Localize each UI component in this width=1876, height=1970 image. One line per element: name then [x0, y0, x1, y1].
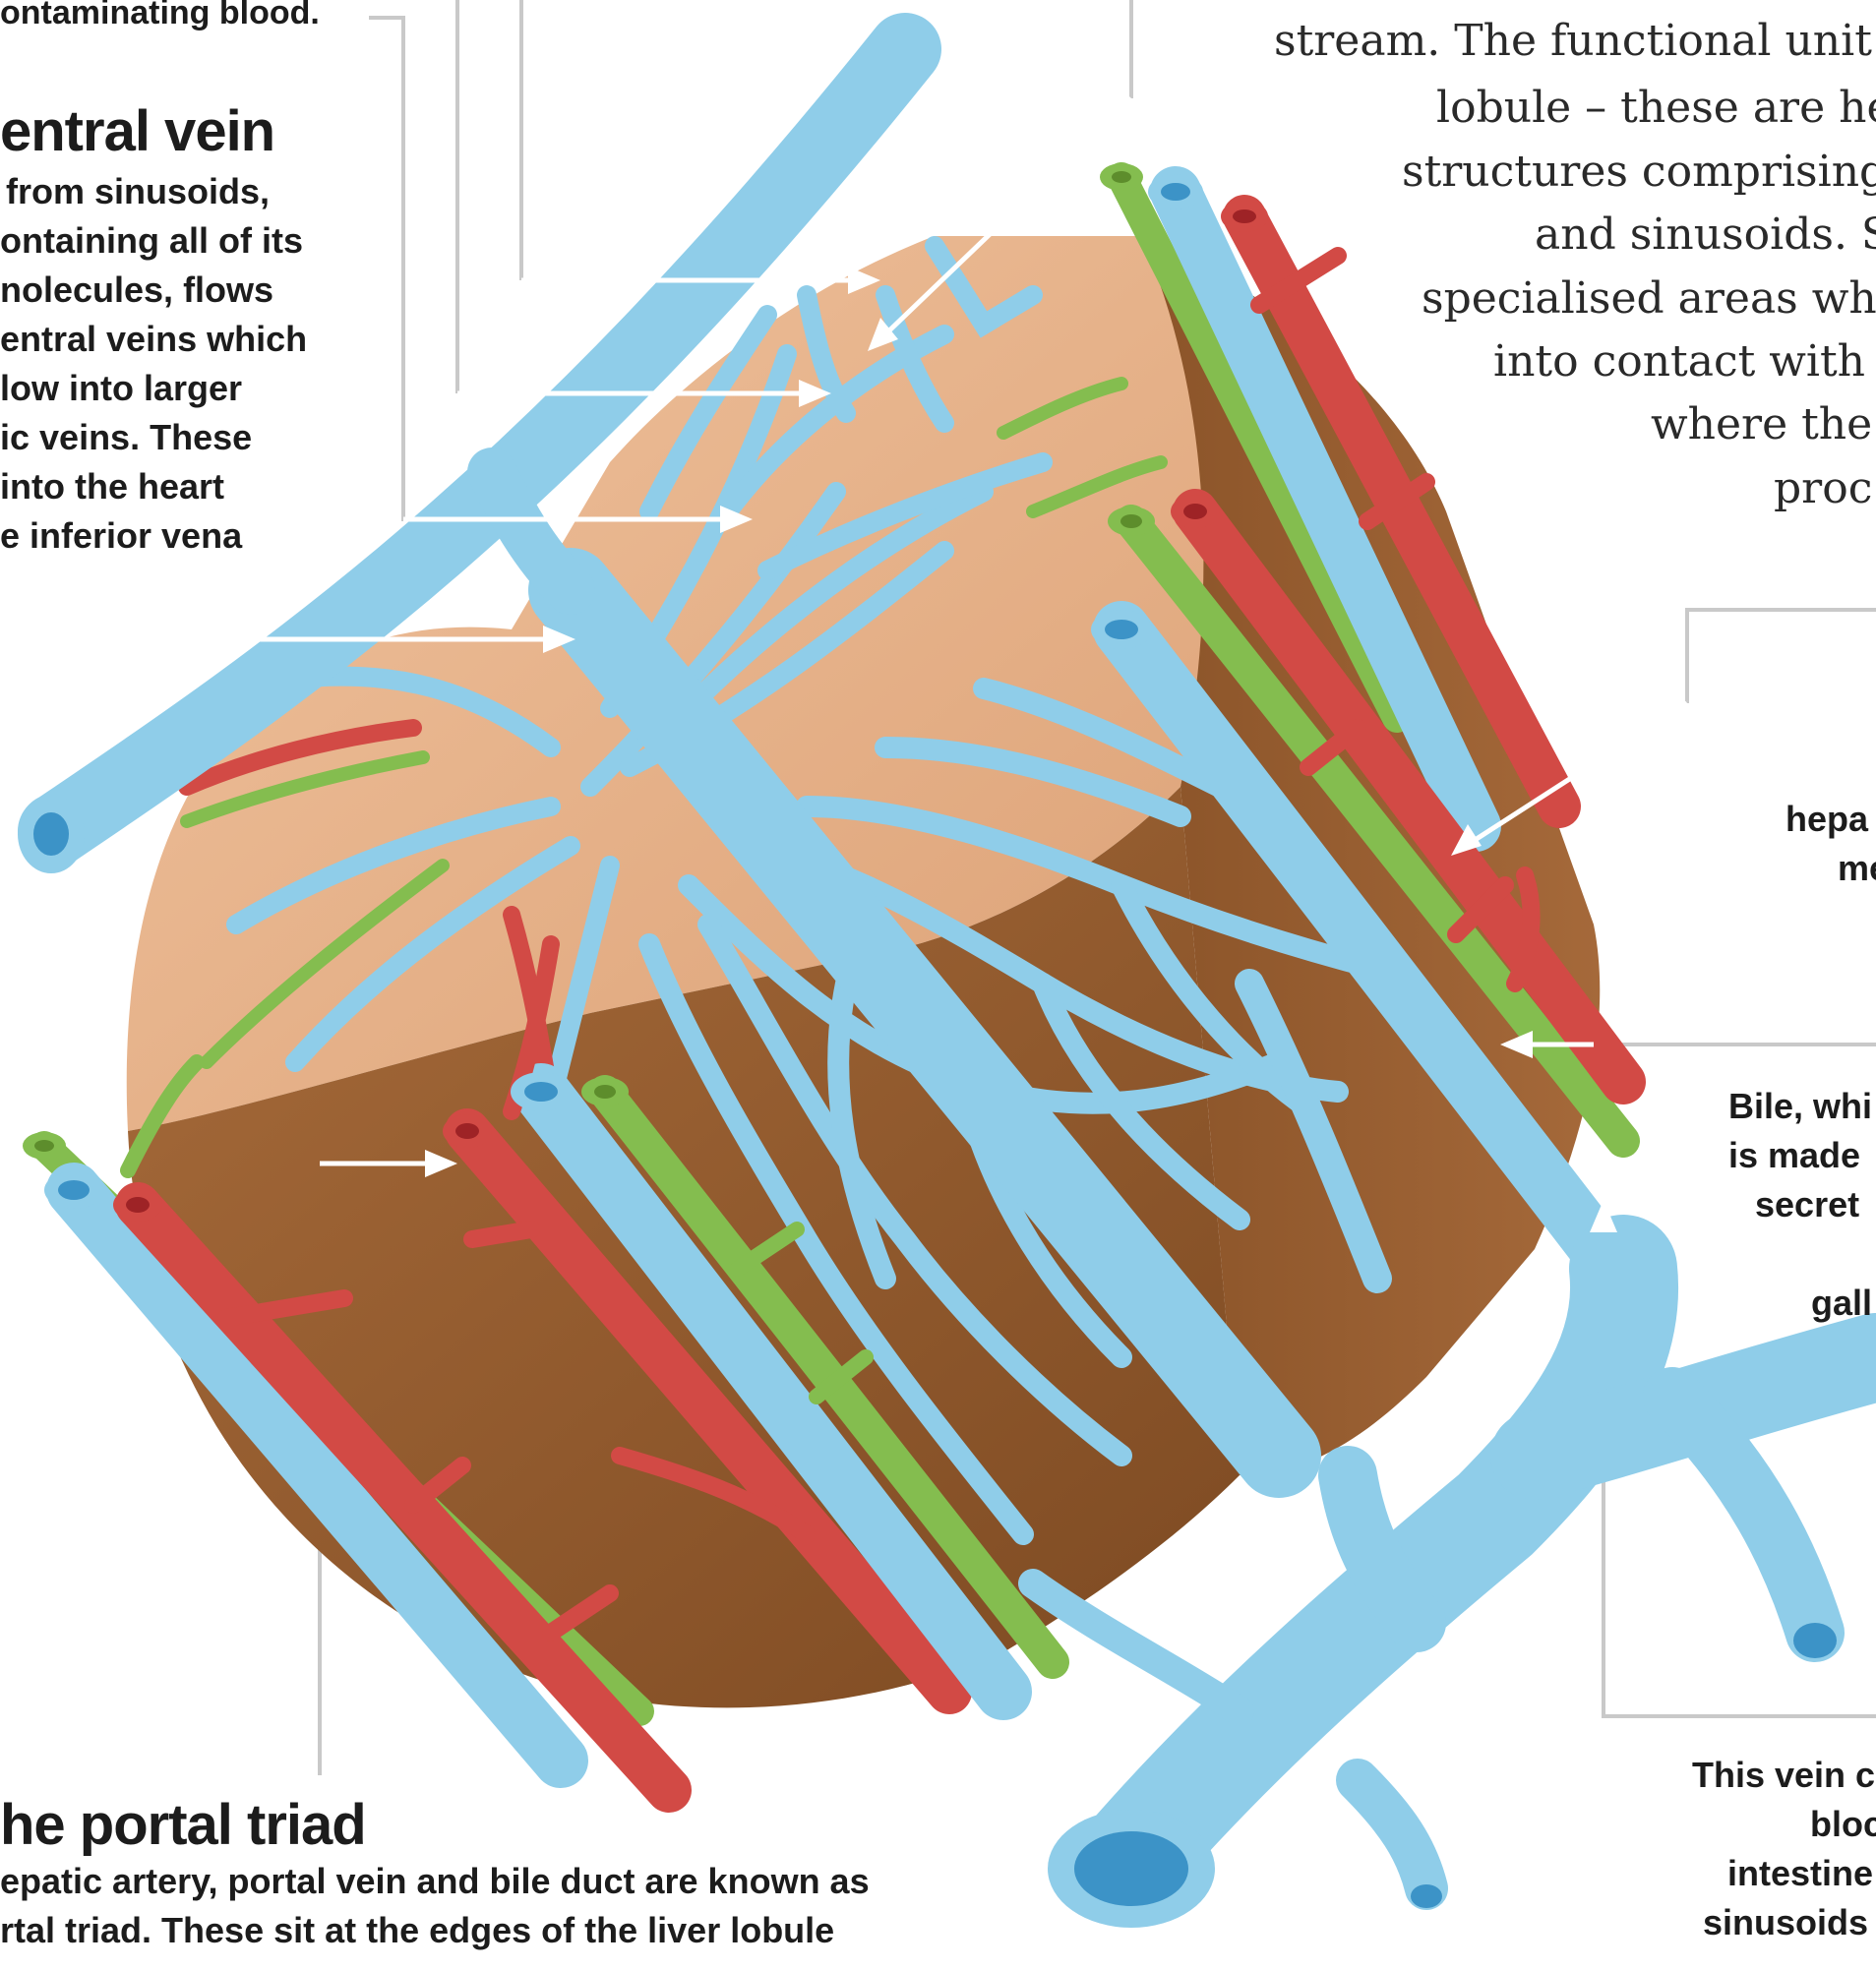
central-vein-line: ic veins. These: [0, 413, 252, 462]
central-vein-ends: [18, 795, 85, 873]
intro-line: and sinusoids. S: [1535, 204, 1876, 267]
central-vein-line: from sinusoids,: [6, 167, 270, 216]
portal-vein-label-line: sinusoids: [1703, 1898, 1868, 1947]
intro-line: stream. The functional unit: [1274, 10, 1872, 73]
portal-triad-heading: he portal triad: [0, 1792, 366, 1858]
top-partial-text: ontaminating blood.: [0, 0, 320, 32]
central-vein-line: ontaining all of its: [0, 216, 303, 266]
portal-vein-label-line: This vein c: [1692, 1751, 1875, 1800]
bile-label-line: Bile, whi: [1728, 1082, 1872, 1131]
intro-line: structures comprising: [1402, 141, 1876, 204]
portal-vein-label-line: bloc: [1810, 1800, 1876, 1849]
central-vein-line: nolecules, flows: [0, 266, 273, 315]
hepatocyte-label-line: hepa: [1785, 795, 1868, 844]
hepatocyte-label-line: met: [1838, 844, 1876, 893]
intro-line: into contact with t: [1493, 330, 1876, 393]
central-vein-heading: entral vein: [0, 98, 274, 164]
portal-triad-line: rtal triad. These sit at the edges of th…: [0, 1906, 834, 1955]
intro-line: specialised areas wh: [1422, 268, 1876, 330]
portal-triad-line: epatic artery, portal vein and bile duct…: [0, 1857, 870, 1906]
portal-vein-label-line: intestine: [1727, 1849, 1873, 1898]
central-vein-line: e inferior vena: [0, 511, 242, 561]
bile-label-line: gall: [1811, 1279, 1872, 1328]
intro-line: lobule – these are he: [1436, 77, 1876, 140]
intro-line: proc: [1774, 457, 1872, 520]
bile-label-line: secret: [1755, 1180, 1859, 1229]
bile-label-line: is made: [1728, 1131, 1860, 1180]
central-vein-line: into the heart: [0, 462, 224, 511]
central-vein-line: low into larger: [0, 364, 242, 413]
intro-line: where the: [1651, 393, 1872, 456]
central-vein-line: entral veins which: [0, 315, 307, 364]
